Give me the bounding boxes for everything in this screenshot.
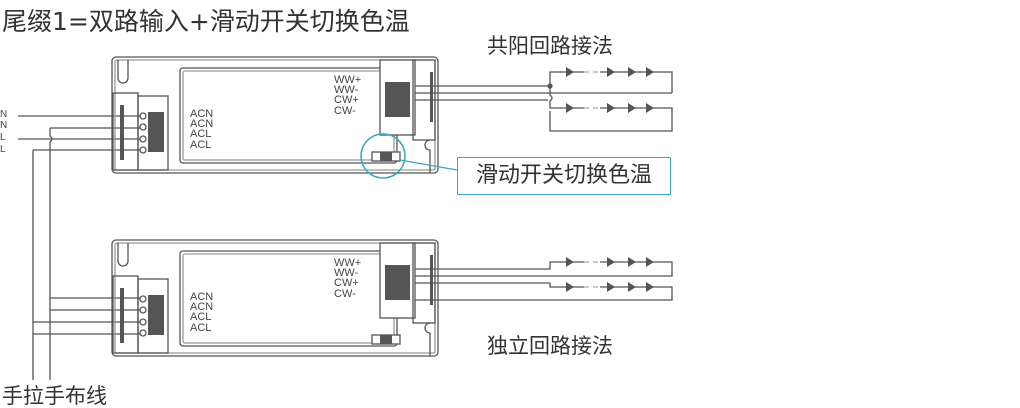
common-anode-label: 共阳回路接法 <box>487 34 613 58</box>
output-terminal-label: WW+ <box>334 74 361 86</box>
slide-switch-label: 滑动开关切换色温 <box>457 157 671 195</box>
independent-circuit-label: 独立回路接法 <box>487 334 613 358</box>
switch-highlight-circle <box>360 133 406 179</box>
input-terminal-label: ACN <box>190 301 213 313</box>
led-icons <box>566 67 654 113</box>
input-terminal-label: ACN <box>190 291 213 303</box>
input-terminal-label: ACN <box>190 118 213 130</box>
input-terminal-label: ACL <box>190 311 211 323</box>
output-terminal-label: CW+ <box>334 277 359 289</box>
driver-2: ACN ACN ACL ACL WW+ WW- CW+ CW- <box>111 239 439 357</box>
wire-label-l2: L <box>0 144 6 155</box>
output-terminal-label: WW+ <box>334 257 361 269</box>
daisy-chain-label: 手拉手布线 <box>2 384 107 408</box>
wire-label-n2: N <box>0 120 7 131</box>
callout-line <box>399 159 458 171</box>
diagram-title: 尾缀1=双路输入+滑动开关切换色温 <box>2 7 410 36</box>
input-terminal-label: ACL <box>190 128 211 140</box>
output-terminal-label: WW- <box>334 267 359 279</box>
input-terminal-label: ACL <box>190 322 211 334</box>
wire-label-n1: N <box>0 109 7 120</box>
output-terminal-label: WW- <box>334 84 359 96</box>
common-anode-led-circuit <box>415 67 673 132</box>
output-terminal-label: CW- <box>334 288 356 300</box>
independent-led-circuit <box>415 257 673 301</box>
output-terminal-label: CW+ <box>334 94 359 106</box>
driver-1: ACN ACN ACL ACL WW+ WW- CW+ CW- <box>111 56 439 174</box>
output-terminal-label: CW- <box>334 105 356 117</box>
wire-label-l1: L <box>0 132 6 143</box>
input-terminal-label: ACN <box>190 108 213 120</box>
input-terminal-label: ACL <box>190 139 211 151</box>
